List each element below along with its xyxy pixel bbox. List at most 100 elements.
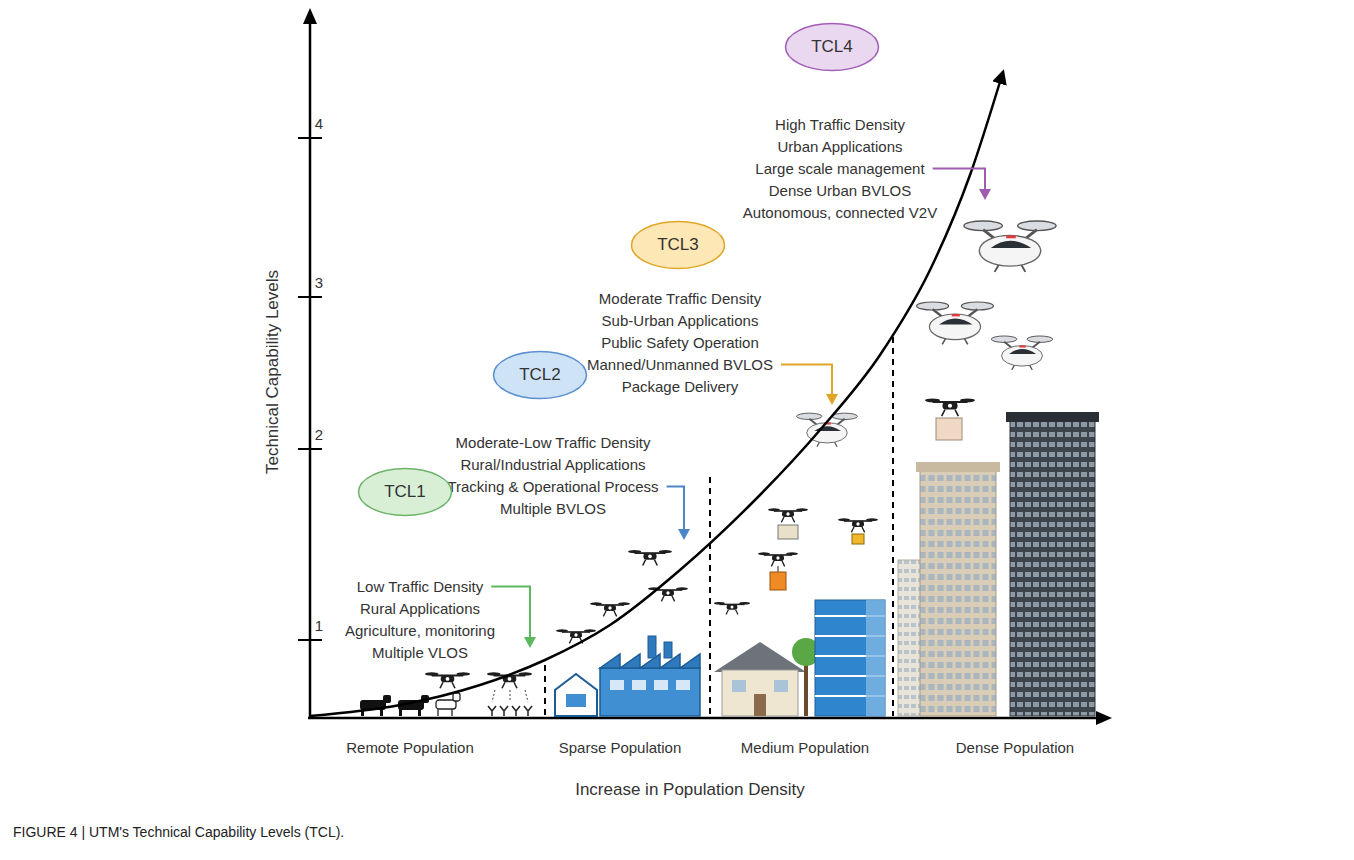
tick-number: 4 — [315, 115, 323, 132]
dense-scene — [917, 302, 994, 344]
remote-scene — [399, 709, 402, 716]
category-label: Medium Population — [741, 739, 869, 757]
feature-text: Low Traffic Density — [357, 578, 483, 596]
feature-text: Multiple VLOS — [372, 644, 468, 662]
dense-scene — [964, 221, 1056, 272]
feature-text: Multiple BVLOS — [500, 500, 606, 518]
axis-tick — [298, 137, 322, 139]
region-divider — [892, 337, 894, 716]
dense-scene — [991, 336, 1052, 370]
level-ellipse: TCL2 — [492, 350, 588, 400]
remote-scene — [436, 700, 456, 709]
medium-scene — [732, 680, 746, 692]
tick-number: 1 — [315, 617, 323, 635]
category-label: Sparse Population — [559, 739, 682, 756]
dense-scene — [920, 470, 996, 716]
axis-tick — [298, 448, 322, 450]
feature-text: Public Safety Operation — [601, 334, 759, 352]
category-label: Sparse Population — [559, 739, 682, 757]
sparse-scene — [610, 680, 624, 690]
dense-scene — [898, 221, 1099, 716]
feature-text: Sub-Urban Applications — [602, 312, 759, 330]
axis-tick — [298, 138, 322, 640]
tick-number: 2 — [315, 426, 323, 443]
remote-scene — [512, 706, 520, 716]
medium-scene — [866, 600, 885, 716]
sparse-scene — [610, 680, 690, 690]
level-ellipse: TCL3 — [630, 220, 726, 270]
dense-scene — [936, 418, 962, 440]
axes — [1096, 711, 1112, 725]
region-divider — [545, 337, 893, 716]
leader-arrow — [491, 587, 530, 640]
feature-text: Package Delivery — [622, 378, 739, 396]
tick-number: 1 — [315, 617, 323, 634]
medium-scene — [797, 413, 858, 447]
remote-scene — [451, 709, 452, 716]
axis-title: Increase in Population Density — [575, 780, 805, 799]
medium-scene — [758, 552, 798, 566]
feature-text: Manned/Unmanned BVLOS — [587, 356, 773, 373]
feature-text: Public Safety Operation — [601, 334, 759, 351]
figure-caption: FIGURE 4 | UTM's Technical Capability Le… — [13, 824, 344, 841]
feature-text: Package Delivery — [622, 378, 739, 395]
level-name: TCL4 — [811, 37, 853, 57]
category-label: Remote Population — [346, 739, 474, 756]
feature-text: Rural Applications — [360, 600, 480, 618]
remote-scene — [380, 709, 383, 716]
feature-text: Moderate Traffic Density — [599, 290, 761, 308]
medium-scene — [714, 602, 750, 615]
feature-text: Rural Applications — [360, 600, 480, 617]
medium-scene — [714, 642, 806, 672]
medium-scene — [838, 518, 878, 532]
leader-arrow — [979, 189, 991, 200]
tick-number: 3 — [315, 274, 323, 292]
level-ellipse — [494, 352, 587, 399]
sparse-scene — [600, 668, 700, 716]
remote-scene — [492, 690, 495, 702]
feature-text: Large scale management — [755, 160, 924, 177]
feature-text: Sub-Urban Applications — [602, 312, 759, 329]
level-name: TCL2 — [519, 365, 561, 385]
axis-title: Technical Capability Levels — [263, 270, 282, 474]
level-ellipse — [359, 469, 452, 516]
tick-number: 4 — [315, 115, 323, 133]
remote-scene — [488, 706, 496, 716]
leader-arrow — [667, 487, 684, 532]
feature-text: Urban Applications — [777, 138, 902, 155]
remote-scene — [425, 672, 470, 688]
sparse-scene — [555, 674, 597, 716]
feature-text: Multiple BVLOS — [500, 500, 606, 517]
medium-scene — [804, 664, 808, 716]
axes — [303, 8, 317, 24]
remote-scene — [418, 709, 421, 716]
medium-scene — [754, 694, 766, 716]
axis-tick — [298, 296, 322, 298]
growth-curve — [310, 72, 1003, 716]
remote-scene — [437, 709, 438, 716]
feature-text: High Traffic Density — [775, 116, 905, 133]
category-label: Remote Population — [346, 739, 474, 757]
category-label: Medium Population — [741, 739, 869, 756]
feature-text: Moderate-Low Traffic Density — [456, 434, 651, 451]
remote-scene — [510, 690, 511, 702]
sparse-scene — [654, 680, 668, 690]
sparse-scene — [676, 680, 690, 690]
medium-scene — [852, 534, 864, 544]
feature-text: Moderate-Low Traffic Density — [456, 434, 651, 452]
region-divider — [709, 477, 711, 716]
leader-arrow — [491, 169, 991, 649]
axis-tick — [298, 639, 322, 641]
remote-scene — [492, 690, 528, 702]
level-ellipse — [786, 24, 879, 71]
medium-scene — [714, 413, 885, 716]
sparse-scene — [566, 694, 586, 707]
feature-text: Large scale management — [755, 160, 924, 178]
tick-number: 3 — [315, 274, 323, 291]
medium-scene — [815, 600, 885, 716]
feature-text: Rural/Industrial Applications — [460, 456, 645, 473]
remote-scene — [500, 706, 508, 716]
